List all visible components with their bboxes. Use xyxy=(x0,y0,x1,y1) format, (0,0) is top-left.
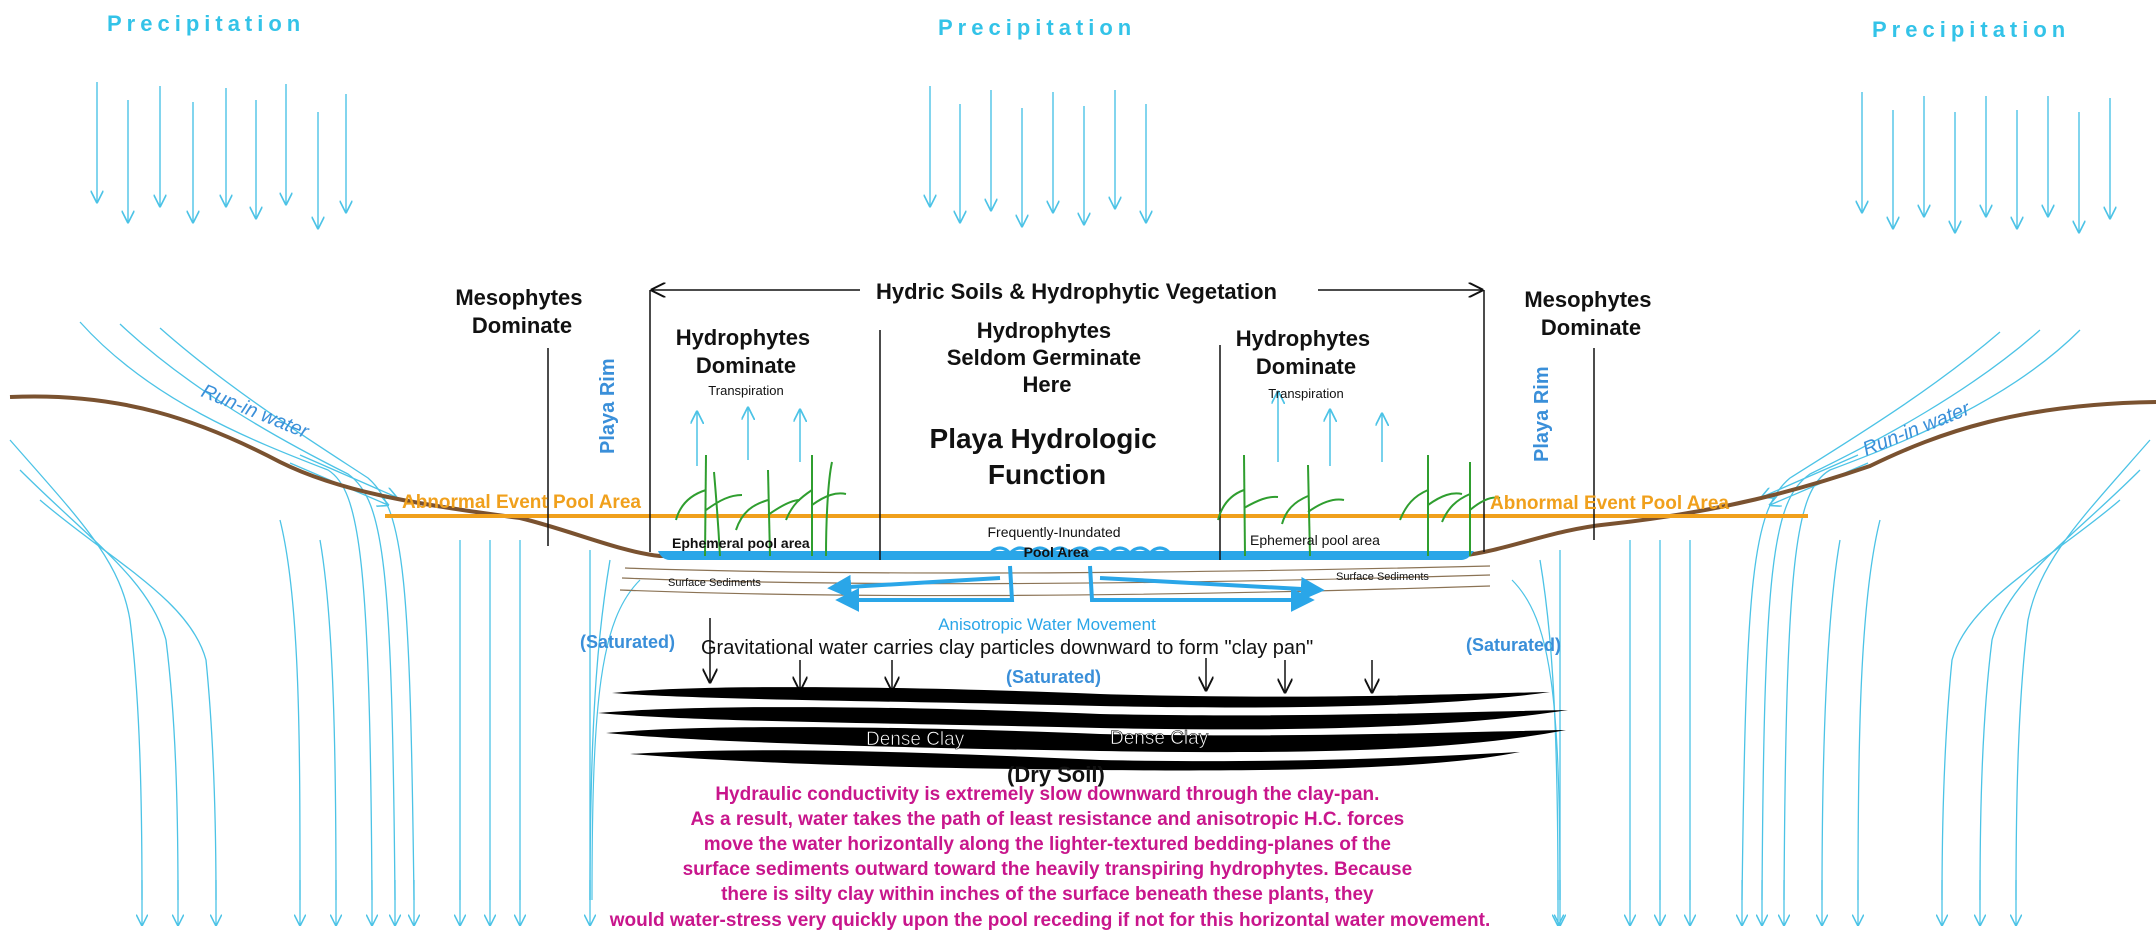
surface-sediments-right: Surface Sediments xyxy=(1336,571,1429,583)
saturated-left: (Saturated) xyxy=(580,632,675,652)
precipitation-label-right: Precipitation xyxy=(1872,17,2070,42)
precipitation-arrows-center xyxy=(930,86,1146,226)
precipitation-arrows-right xyxy=(1862,92,2110,232)
ephemeral-pool-left: Ephemeral pool area xyxy=(672,535,810,551)
playa-rim-left: Playa Rim xyxy=(597,358,619,454)
hydraulic-description: Hydraulic conductivity is extremely slow… xyxy=(609,784,1490,931)
runin-flow-left xyxy=(10,322,610,900)
precipitation-label-center: Precipitation xyxy=(938,15,1136,40)
transpiration-arrows-left xyxy=(697,408,800,466)
transpiration-left: Transpiration xyxy=(708,383,783,398)
clay-pan xyxy=(598,687,1568,770)
bottom-arrows-left xyxy=(142,880,590,925)
run-in-water-left: Run-in water xyxy=(198,380,313,443)
hydrophytes-dominate-right: Hydrophytes Dominate xyxy=(1236,326,1377,379)
precipitation-arrows-left xyxy=(97,82,346,228)
saturated-right: (Saturated) xyxy=(1466,635,1561,655)
abnormal-event-pool-left: Abnormal Event Pool Area xyxy=(402,492,641,513)
playa-hydrologic-function: Playa Hydrologic Function xyxy=(930,423,1165,490)
gravitational-water-label: Gravitational water carries clay particl… xyxy=(701,637,1313,659)
transpiration-right: Transpiration xyxy=(1268,386,1343,401)
precipitation-label-left: Precipitation xyxy=(107,11,305,36)
saturated-center: (Saturated) xyxy=(1006,667,1101,687)
dense-clay-right: Dense Clay xyxy=(1110,728,1209,749)
ephemeral-pool-right: Ephemeral pool area xyxy=(1250,532,1380,548)
mesophytes-right: Mesophytes Dominate xyxy=(1524,287,1657,340)
mesophytes-left: Mesophytes Dominate xyxy=(455,285,588,338)
surface-sediments-left: Surface Sediments xyxy=(668,577,761,589)
abnormal-event-pool-right: Abnormal Event Pool Area xyxy=(1490,493,1729,514)
runin-flow-right xyxy=(1540,330,2150,900)
bottom-arrows-right xyxy=(1558,880,2016,925)
hydrophytes-dominate-left: Hydrophytes Dominate xyxy=(676,325,817,378)
hydrophytes-seldom-germinate: Hydrophytes Seldom Germinate Here xyxy=(947,318,1148,397)
anisotropic-water-movement: Anisotropic Water Movement xyxy=(938,615,1156,634)
playa-rim-right: Playa Rim xyxy=(1531,366,1553,462)
runin-arrows-left xyxy=(290,455,396,505)
hydric-soils-header: Hydric Soils & Hydrophytic Vegetation xyxy=(876,279,1277,304)
dense-clay-left: Dense Clay xyxy=(866,729,965,750)
transpiration-arrows-right xyxy=(1278,392,1382,466)
